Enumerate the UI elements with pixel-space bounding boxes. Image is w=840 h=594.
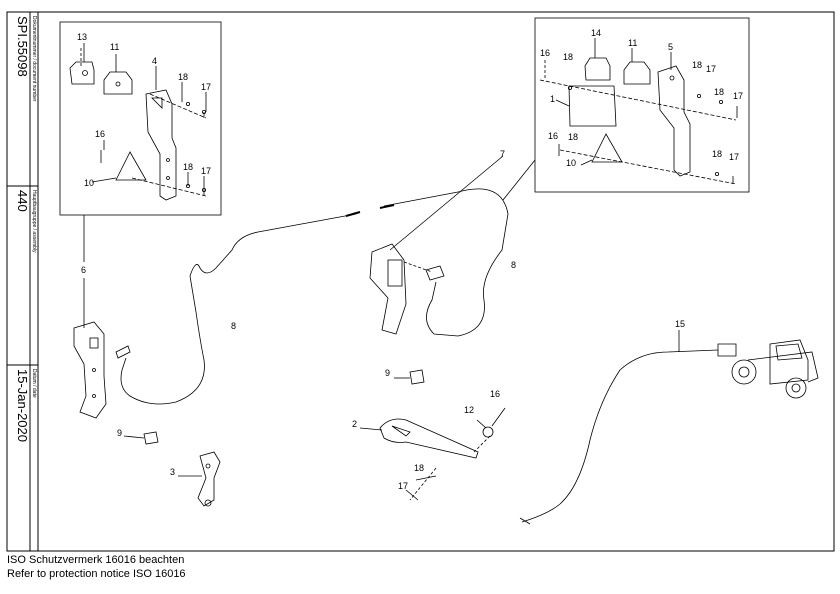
callout-labels: 13 11 4 18 17 16 18 17 10 6 8 9 3 7 8 9 … [77,28,743,491]
bracket-5 [657,65,691,177]
detail-box-left [59,21,222,216]
date-label: Datum / date [31,369,37,398]
lamp-11 [103,71,133,95]
protection-notice-de: ISO Schutzvermerk 16016 beachten [7,554,185,566]
callout-14: 14 [591,28,601,38]
arm-2 [379,418,479,459]
assembly-number: 440 [15,190,30,212]
bracket-assembly-7 [369,243,407,335]
callout-18-r4: 18 [568,132,578,142]
cable-8-left [120,213,357,405]
detail-box-right [534,17,750,193]
callout-8: 8 [231,321,236,331]
clip-9-right [409,369,425,385]
callout-13: 13 [77,32,87,42]
lamp-14 [584,57,611,81]
license-plate-1 [568,85,617,127]
reflector-10-right [591,133,623,163]
ball-12 [482,426,494,438]
protection-notice-en: Refer to protection notice ISO 16016 [7,568,186,580]
callout-5: 5 [668,42,673,52]
exploded-view [59,17,819,525]
document-number-label: Dokumentnummer / document number [31,16,37,102]
callout-4: 4 [152,56,157,66]
bracket-6 [73,321,107,419]
callout-2: 2 [352,419,357,429]
document-number: SPI.55098 [15,16,30,77]
callout-1: 1 [550,94,555,104]
hook-3 [197,451,221,507]
cable-8-right [383,188,509,337]
callout-18: 18 [178,72,188,82]
callout-18-r2: 18 [692,60,702,70]
callout-17-c: 17 [398,481,408,491]
callout-16-r: 16 [540,48,550,58]
callout-16-c: 16 [490,389,500,399]
callout-17-r: 17 [706,64,716,74]
clip-9-left [143,431,159,445]
callout-16: 16 [95,129,105,139]
callout-16-r2: 16 [548,131,558,141]
sheet-frame [6,11,835,552]
bracket-4 [145,89,177,201]
callout-17-r3: 17 [729,152,739,162]
callout-17: 17 [201,82,211,92]
callout-8-b: 8 [511,260,516,270]
document-date: 15-Jan-2020 [15,369,30,442]
callout-11: 11 [110,42,119,52]
callout-11-r: 11 [628,38,637,48]
callout-9: 9 [117,428,122,438]
callout-3: 3 [170,467,175,477]
callout-17-r2: 17 [733,91,743,101]
callout-18-r3: 18 [714,87,724,97]
callout-18-b: 18 [183,162,193,172]
callout-10: 10 [84,178,94,188]
cable-15 [521,349,719,523]
tractor-illustration [731,339,819,399]
callout-18-r5: 18 [712,149,722,159]
callout-6: 6 [81,265,86,275]
callout-15: 15 [675,319,685,329]
callout-18-c: 18 [414,463,424,473]
callout-17-b: 17 [201,166,211,176]
lamp-13 [69,61,95,85]
callout-12: 12 [464,405,474,415]
assembly-label: Hauptbaugruppe / assembly [31,190,37,253]
callout-10-r: 10 [566,158,576,168]
callout-18-r: 18 [563,52,573,62]
callout-9-b: 9 [385,368,390,378]
reflector-10 [115,151,147,181]
lamp-11-right [623,61,651,85]
callout-7: 7 [500,149,505,159]
